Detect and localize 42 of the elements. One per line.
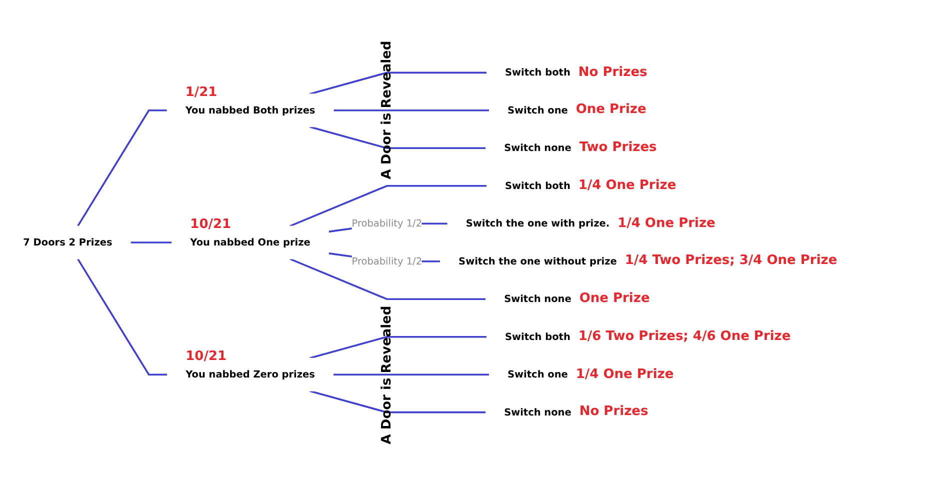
outcome-note: 1/6 Two Prizes; 4/6 One Prize: [578, 328, 791, 344]
rotated-note: A Door is Revealed: [379, 305, 394, 444]
outcome-note: 1/4 One Prize: [576, 366, 674, 382]
node-text: You nabbed One prize: [190, 236, 310, 248]
node-text: 7 Doors 2 Prizes: [23, 236, 112, 248]
node-text: Switch the one with prize.: [466, 218, 610, 230]
outcome-note: 1/4 One Prize: [618, 216, 716, 231]
outcome-note: One Prize: [576, 102, 646, 118]
node-text: Switch both: [505, 66, 570, 78]
probability-note: 10/21: [186, 349, 227, 364]
connector: [333, 374, 490, 376]
connector: [290, 258, 486, 300]
node-text: Switch none: [504, 406, 572, 418]
node-text: Switch one: [508, 104, 568, 116]
node-text: Switch none: [504, 142, 572, 154]
connector: [334, 109, 490, 112]
probability-note: 10/21: [190, 217, 232, 232]
connector: [310, 336, 487, 360]
connector: [310, 390, 486, 414]
outcome-note: 1/4 Two Prizes; 3/4 One Prize: [624, 253, 838, 268]
edge-label: Probability 1/2: [352, 255, 422, 267]
node-text: You nabbed Zero prizes: [186, 368, 315, 380]
node-text: Switch both: [505, 180, 570, 192]
node-text: Switch the one without prize: [458, 255, 617, 267]
node-text: Switch none: [504, 293, 572, 305]
node-text: Switch one: [508, 368, 568, 380]
connector: [310, 126, 486, 150]
connector: [130, 242, 172, 244]
outcome-note: 1/4 One Prize: [578, 178, 676, 193]
rotated-note: A Door is Revealed: [379, 41, 394, 180]
probability-note: 1/21: [185, 85, 218, 100]
edge-label: Probability 1/2: [352, 218, 422, 230]
outcome-note: No Prizes: [579, 404, 648, 420]
node-text: You nabbed Both prizes: [185, 104, 316, 116]
connector: [77, 109, 168, 227]
connector: [310, 72, 487, 95]
outcome-note: Two Prizes: [579, 140, 657, 156]
node-text: Switch both: [505, 330, 570, 342]
connector: [77, 258, 168, 376]
outcome-note: One Prize: [579, 291, 650, 306]
connector: [290, 184, 487, 227]
outcome-note: No Prizes: [578, 64, 648, 80]
